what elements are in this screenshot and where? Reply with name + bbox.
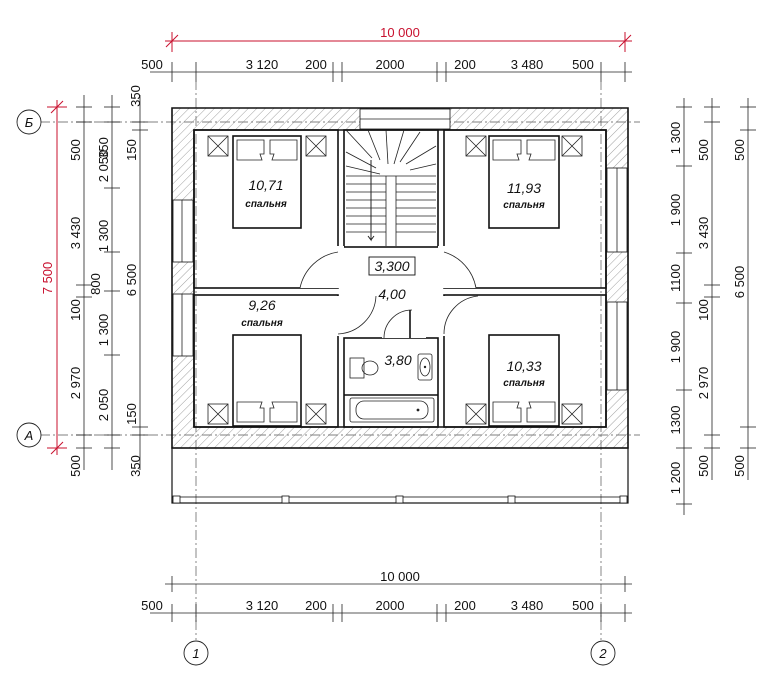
overall-depth-label: 7 500 bbox=[40, 262, 55, 295]
bed-4 bbox=[465, 334, 583, 427]
svg-text:10,71: 10,71 bbox=[248, 177, 283, 193]
right-dimension-col3: 500 6 500 500 bbox=[732, 98, 756, 480]
svg-text:350: 350 bbox=[96, 137, 111, 159]
top-chain-dimension: 500 3 120 200 2000 200 3 480 500 bbox=[141, 57, 632, 82]
svg-text:1 300: 1 300 bbox=[668, 122, 683, 155]
left-overall-dimension: 7 500 bbox=[40, 100, 67, 455]
svg-text:1300: 1300 bbox=[668, 406, 683, 435]
room-bedroom-1: 10,71 спальня bbox=[245, 177, 287, 210]
axis-marker-b: Б bbox=[16, 109, 42, 135]
bathroom-fixtures bbox=[349, 353, 435, 423]
svg-text:спальня: спальня bbox=[503, 378, 545, 389]
svg-text:2 970: 2 970 bbox=[68, 367, 83, 400]
bottom-overall-label: 10 000 bbox=[380, 569, 420, 584]
exterior-walls bbox=[171, 107, 629, 449]
svg-text:А: А bbox=[24, 428, 34, 443]
axis-marker-2: 2 bbox=[590, 640, 616, 666]
svg-text:3 430: 3 430 bbox=[696, 217, 711, 250]
room-bedroom-2: 11,93 спальня bbox=[503, 180, 545, 211]
svg-text:350: 350 bbox=[128, 85, 143, 107]
svg-text:спальня: спальня bbox=[241, 318, 283, 329]
svg-text:500: 500 bbox=[68, 455, 83, 477]
svg-text:3 480: 3 480 bbox=[511, 598, 544, 613]
bottom-chain-dimension: 500 3 120 200 2000 200 3 480 500 bbox=[141, 598, 632, 622]
svg-text:10,33: 10,33 bbox=[506, 358, 541, 374]
interior-walls bbox=[193, 129, 607, 428]
svg-text:3,80: 3,80 bbox=[384, 352, 411, 368]
svg-text:11,93: 11,93 bbox=[507, 180, 541, 196]
right-dimension-col2: 500 3 430 100 2 970 500 bbox=[696, 98, 720, 480]
svg-text:150: 150 bbox=[124, 139, 139, 161]
svg-text:500: 500 bbox=[141, 598, 163, 613]
left-dimension-col3: 350 150 6 500 150 bbox=[124, 85, 148, 470]
doors bbox=[299, 246, 479, 339]
svg-text:200: 200 bbox=[454, 598, 476, 613]
svg-text:2 970: 2 970 bbox=[696, 367, 711, 400]
svg-text:500: 500 bbox=[572, 598, 594, 613]
svg-text:150: 150 bbox=[124, 403, 139, 425]
svg-text:3 430: 3 430 bbox=[68, 217, 83, 250]
svg-text:2: 2 bbox=[598, 646, 607, 661]
room-bedroom-4: 10,33 спальня bbox=[503, 358, 545, 389]
svg-text:спальня: спальня bbox=[245, 199, 287, 210]
svg-text:2000: 2000 bbox=[376, 598, 405, 613]
svg-text:6 500: 6 500 bbox=[732, 266, 747, 299]
svg-text:500: 500 bbox=[696, 455, 711, 477]
svg-text:2 050: 2 050 bbox=[96, 150, 111, 183]
left-dimension-col2: 350 2 050 1 300 800 1 300 2 050 350 bbox=[88, 95, 143, 477]
svg-text:2 050: 2 050 bbox=[96, 389, 111, 422]
top-dim-2: 3 120 bbox=[246, 57, 279, 72]
svg-text:350: 350 bbox=[128, 455, 143, 477]
axis-marker-a: А bbox=[16, 422, 42, 448]
svg-text:9,26: 9,26 bbox=[248, 297, 275, 313]
svg-text:500: 500 bbox=[732, 139, 747, 161]
svg-text:1 300: 1 300 bbox=[96, 220, 111, 253]
svg-text:500: 500 bbox=[732, 455, 747, 477]
room-bedroom-3: 9,26 спальня bbox=[241, 297, 283, 329]
bed-2 bbox=[465, 135, 583, 229]
svg-text:1 300: 1 300 bbox=[96, 314, 111, 347]
room-hall: 4,00 bbox=[378, 286, 405, 302]
svg-text:1 200: 1 200 bbox=[668, 462, 683, 495]
svg-text:500: 500 bbox=[68, 139, 83, 161]
left-dimension-col1: 500 3 430 100 2 970 500 bbox=[68, 95, 92, 477]
svg-text:500: 500 bbox=[696, 139, 711, 161]
bed-1 bbox=[207, 135, 327, 229]
svg-text:1 900: 1 900 bbox=[668, 331, 683, 364]
top-dim-7: 500 bbox=[572, 57, 594, 72]
svg-text:100: 100 bbox=[68, 299, 83, 321]
svg-text:спальня: спальня bbox=[503, 200, 545, 211]
svg-text:800: 800 bbox=[88, 273, 103, 295]
top-dim-6: 3 480 bbox=[511, 57, 544, 72]
svg-text:6 500: 6 500 bbox=[124, 264, 139, 297]
top-dim-3: 200 bbox=[305, 57, 327, 72]
bottom-overall-dimension: 10 000 bbox=[165, 569, 632, 592]
staircase bbox=[345, 129, 437, 246]
level-mark: 3,300 bbox=[368, 256, 416, 276]
svg-text:200: 200 bbox=[305, 598, 327, 613]
overall-width-label: 10 000 bbox=[380, 25, 420, 40]
svg-text:Б: Б bbox=[25, 115, 34, 130]
svg-text:1: 1 bbox=[192, 646, 199, 661]
top-overall-dimension: 10 000 bbox=[165, 25, 632, 52]
top-dim-5: 200 bbox=[454, 57, 476, 72]
room-bathroom: 3,80 bbox=[384, 352, 411, 368]
svg-text:3 120: 3 120 bbox=[246, 598, 279, 613]
top-dim-4: 2000 bbox=[376, 57, 405, 72]
axis-lines bbox=[40, 80, 640, 640]
right-dimension-col1: 1 300 1 900 1100 1 900 1300 1 200 bbox=[668, 98, 692, 515]
svg-text:4,00: 4,00 bbox=[378, 286, 405, 302]
svg-text:1 900: 1 900 bbox=[668, 194, 683, 227]
axis-marker-1: 1 bbox=[183, 640, 209, 666]
svg-text:100: 100 bbox=[696, 299, 711, 321]
top-dim-1: 500 bbox=[141, 57, 163, 72]
svg-text:1100: 1100 bbox=[668, 264, 683, 292]
bed-3 bbox=[207, 334, 327, 427]
balcony bbox=[171, 447, 629, 504]
svg-text:3,300: 3,300 bbox=[374, 258, 409, 274]
